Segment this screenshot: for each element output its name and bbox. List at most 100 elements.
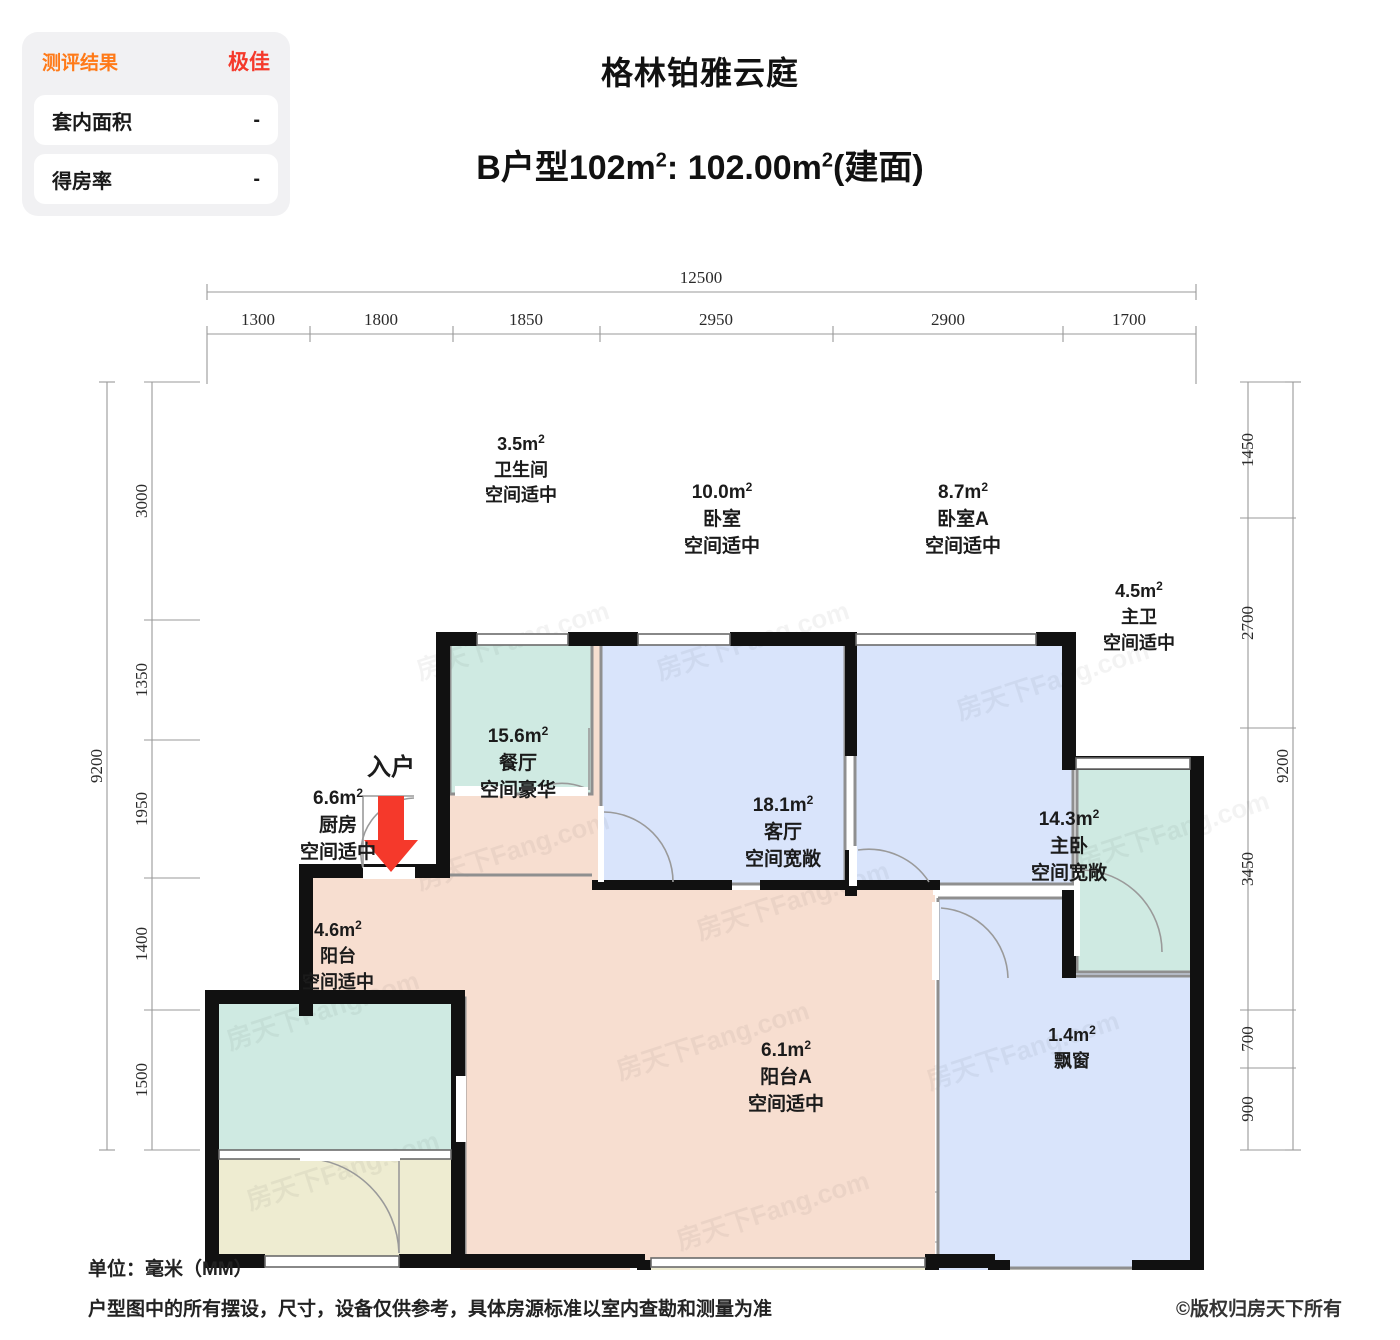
room-label-kitchen: 6.6m2 厨房 空间适中 (300, 786, 376, 863)
footer-copyright: ©版权归房天下所有 (1176, 1299, 1342, 1320)
dim-top-seg-4: 2900 (931, 310, 965, 329)
dim-right-seg-0: 1450 (1238, 433, 1257, 467)
room-label-master-bedroom: 14.3m2 主卧 空间宽敞 (1031, 807, 1108, 884)
room-area-value: 14.3m (1039, 809, 1093, 830)
room-area-value: 1.4m (1048, 1025, 1089, 1045)
room-comment: 空间适中 (485, 484, 557, 505)
room-label-bedroom-a: 8.7m2 卧室A 空间适中 (925, 480, 1001, 557)
floorplan-svg: 12500 1300 1800 1850 2950 2900 1700 9200… (87, 268, 1301, 1340)
metric-value: - (253, 167, 260, 190)
room-area-sup: 2 (746, 480, 753, 494)
room-fill-bedroom (601, 640, 845, 884)
evaluation-title: 测评结果 (42, 52, 119, 74)
entrance-arrow-icon (364, 796, 418, 872)
room-area-value: 18.1m (753, 795, 807, 816)
evaluation-card-header: 测评结果 极佳 (22, 32, 290, 86)
room-comment: 空间适中 (684, 534, 760, 557)
room-name: 主卫 (1121, 606, 1157, 627)
room-comment: 空间宽敞 (745, 847, 822, 870)
room-area-sup: 2 (804, 1038, 811, 1052)
room-comment: 空间宽敞 (1031, 861, 1108, 884)
room-area: 4.6m2 (314, 918, 362, 940)
dimension-ruler-right (1240, 381, 1301, 1151)
dim-left-seg-2: 1950 (132, 792, 151, 826)
unit-type-superscript: 2 (655, 149, 667, 172)
dim-top-total: 12500 (680, 268, 723, 287)
room-comment: 空间豪华 (480, 778, 556, 801)
room-label-master-bath: 4.5m2 主卫 空间适中 (1103, 579, 1175, 653)
dim-left-seg-4: 1500 (132, 1063, 151, 1097)
page-subtitle: B户型102m2: 102.00m2(建面) (0, 140, 1400, 189)
room-name: 卧室 (703, 507, 741, 530)
room-area-value: 4.5m (1115, 581, 1156, 601)
dim-right-seg-1: 2700 (1238, 606, 1257, 640)
room-fill-master-bath-overlay (1077, 764, 1199, 972)
room-fill-bedroom-a (855, 640, 1073, 884)
room-label-dining: 15.6m2 餐厅 空间豪华 (480, 724, 556, 801)
room-area-sup: 2 (356, 786, 363, 800)
room-label-bedroom: 10.0m2 卧室 空间适中 (684, 480, 760, 557)
footer-unit-note: 单位：毫米（MM） (88, 1259, 253, 1280)
dim-left-total: 9200 (87, 749, 106, 783)
room-name: 卧室A (937, 507, 989, 530)
room-area: 10.0m2 (692, 480, 753, 503)
metric-value: - (253, 108, 260, 131)
room-area-sup: 2 (1093, 807, 1100, 821)
area-label: : 102.00m (666, 149, 822, 187)
room-area: 4.5m2 (1115, 579, 1163, 601)
dim-top-seg-5: 1700 (1112, 310, 1146, 329)
area-superscript: 2 (821, 149, 834, 172)
room-comment: 空间适中 (300, 840, 376, 863)
room-area-sup: 2 (981, 480, 988, 494)
room-area-value: 3.5m (497, 434, 538, 454)
metric-row-usable-rate: 得房率 - (34, 154, 278, 204)
room-area-sup: 2 (542, 724, 549, 738)
dim-right-seg-3: 700 (1238, 1026, 1257, 1052)
room-area-value: 6.6m (313, 788, 356, 809)
entrance-marker: 入户 (364, 753, 418, 872)
dim-left-seg-1: 1350 (132, 663, 151, 697)
room-fill-entry-corridor (450, 795, 592, 875)
room-area-value: 8.7m (938, 482, 981, 503)
room-fill-hall (305, 795, 933, 1263)
room-name: 阳台 (320, 945, 356, 966)
unit-type-label: B户型102m (476, 149, 656, 187)
room-area-sup: 2 (1156, 579, 1163, 593)
room-area: 15.6m2 (488, 724, 549, 747)
room-name: 厨房 (319, 813, 357, 836)
room-area-sup: 2 (1089, 1023, 1096, 1037)
room-label-living: 18.1m2 客厅 空间宽敞 (745, 793, 822, 870)
room-area: 8.7m2 (938, 480, 988, 503)
room-area: 1.4m2 (1048, 1023, 1096, 1045)
room-label-balcony: 4.6m2 阳台 空间适中 (302, 918, 374, 992)
room-area-sup: 2 (355, 918, 362, 932)
room-area-sup: 2 (538, 432, 545, 446)
room-fill-balcony (213, 1156, 465, 1261)
dim-top-seg-2: 1850 (509, 310, 543, 329)
room-area-value: 15.6m (488, 726, 542, 747)
room-area-value: 4.6m (314, 920, 355, 940)
dimension-ruler-right-labels: 9200 1450 2700 3450 700 900 (1238, 433, 1292, 1122)
evaluation-card: 测评结果 极佳 套内面积 - 得房率 - (22, 32, 290, 216)
metric-label: 得房率 (52, 170, 112, 193)
room-name: 主卧 (1050, 835, 1088, 857)
room-comment: 空间适中 (748, 1092, 824, 1115)
room-name: 客厅 (764, 820, 802, 843)
area-suffix-label: (建面) (833, 149, 924, 187)
dim-left-seg-0: 3000 (132, 484, 151, 518)
page-title: 格林铂雅云庭 (600, 55, 799, 91)
room-name: 餐厅 (499, 751, 537, 774)
dim-top-seg-0: 1300 (241, 310, 275, 329)
room-label-balcony-a: 6.1m2 阳台A 空间适中 (748, 1038, 824, 1115)
room-area: 6.1m2 (761, 1038, 811, 1061)
room-name: 卫生间 (494, 459, 548, 480)
room-area: 3.5m2 (497, 432, 545, 454)
room-label-bathroom: 3.5m2 卫生间 空间适中 (485, 432, 557, 505)
evaluation-grade-badge: 极佳 (228, 51, 270, 74)
room-area-sup: 2 (807, 793, 814, 807)
metric-row-inner-area: 套内面积 - (34, 95, 278, 145)
dimension-ruler-top-labels: 12500 1300 1800 1850 2950 2900 1700 (241, 268, 1146, 329)
room-area-value: 10.0m (692, 482, 746, 503)
dimension-ruler-left (99, 381, 200, 1151)
room-fill-kitchen (213, 998, 465, 1153)
